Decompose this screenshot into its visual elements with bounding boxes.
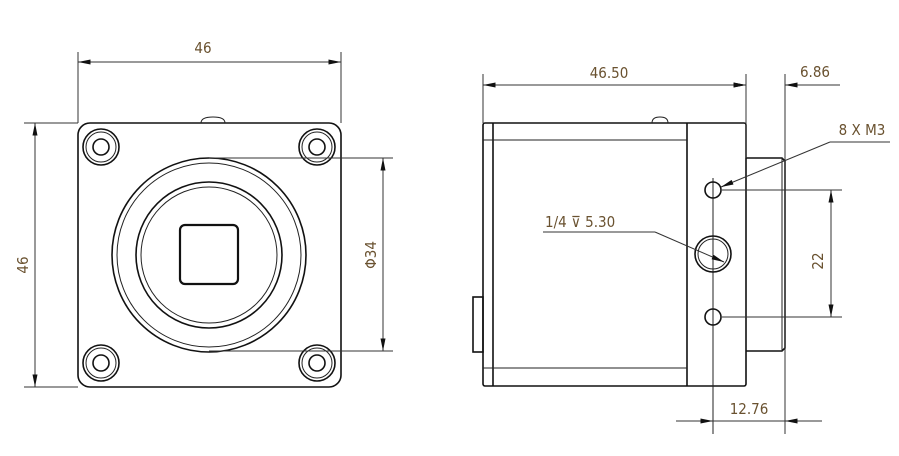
front-view: 46 46 Φ34 [14,39,393,388]
side-view: 46.50 6.86 8 X M3 1/4 ⊽ 5.30 22 12.76 [472,63,890,434]
tripod-hole [694,235,732,273]
front-height-dim: 46 [14,256,32,273]
top-bump [200,116,226,124]
lens-barrel [746,157,786,352]
connector [472,296,484,353]
mount-screws [82,128,336,382]
lens-length-dim: 6.86 [800,63,830,81]
tripod-note: 1/4 ⊽ 5.30 [545,213,615,231]
front-body [77,122,342,388]
m3-hole-bottom [704,308,722,326]
side-top-bump [651,116,669,124]
front-width-dim: 46 [194,39,211,57]
thread-note: 8 X M3 [839,121,886,139]
body-length-dim: 46.50 [590,64,629,82]
side-body [482,122,747,387]
hole-offset-dim: 12.76 [730,400,769,418]
hole-spacing-dim: 22 [809,252,827,269]
m3-hole-top [704,181,722,199]
sensor-window [178,223,240,286]
lens-mount [111,157,307,353]
lens-diameter-dim: Φ34 [362,241,380,269]
